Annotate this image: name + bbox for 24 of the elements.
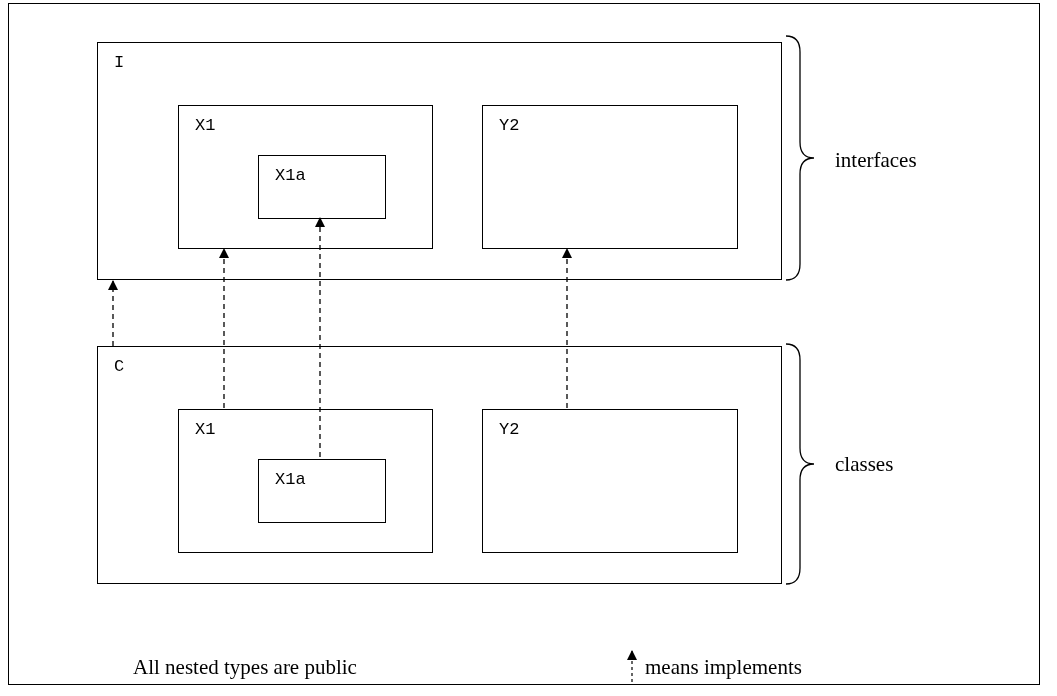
group-label: interfaces xyxy=(835,148,917,173)
type-box xyxy=(482,409,738,553)
type-name: X1 xyxy=(195,420,216,439)
type-box xyxy=(97,346,782,584)
type-box xyxy=(97,42,782,280)
type-box xyxy=(178,409,433,553)
note: All nested types are public xyxy=(133,655,357,680)
group-label: classes xyxy=(835,452,894,477)
type-name: X1a xyxy=(275,470,306,489)
type-box xyxy=(258,155,386,219)
implements-arrow xyxy=(219,248,229,409)
implements-arrow xyxy=(108,280,118,347)
type-name: C xyxy=(114,357,125,376)
type-name: Y2 xyxy=(499,420,520,439)
legend-text: means implements xyxy=(645,655,802,680)
type-name: X1a xyxy=(275,166,306,185)
type-name: I xyxy=(114,53,125,72)
type-box xyxy=(482,105,738,249)
implements-arrow xyxy=(562,248,572,409)
implements-arrow xyxy=(315,217,325,458)
type-box xyxy=(178,105,433,249)
type-box xyxy=(258,459,386,523)
type-name: X1 xyxy=(195,116,216,135)
type-name: Y2 xyxy=(499,116,520,135)
